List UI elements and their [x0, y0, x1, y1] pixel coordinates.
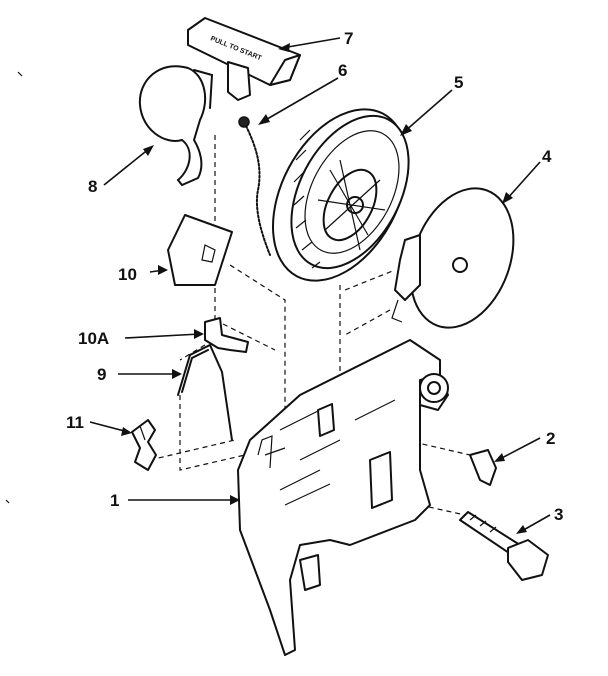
callout-11: 11 [66, 413, 84, 432]
part-9-spring-wire [177, 343, 233, 441]
leader-lines [89, 37, 551, 534]
part-6-starter-rope [238, 116, 271, 256]
callout-2: 2 [546, 429, 555, 448]
part-1-housing [237, 339, 449, 656]
part-5-pulley [272, 108, 410, 282]
stray-marks [5, 71, 23, 504]
part-7-starter-handle: PULL TO START [187, 17, 301, 101]
part-3-bolt [459, 511, 549, 581]
callout-7: 7 [344, 29, 353, 48]
callout-10: 10 [118, 265, 137, 284]
callout-3: 3 [554, 505, 563, 524]
part-11-clip [131, 419, 157, 471]
callout-labels: 7 6 5 4 8 10 10A 9 11 1 2 3 [66, 29, 563, 524]
callout-4: 4 [542, 147, 552, 166]
part-8-wire-guide [138, 65, 214, 187]
part-2-tab [469, 449, 497, 486]
callout-6: 6 [338, 61, 347, 80]
part-4-spring-cup [391, 187, 515, 329]
callout-1: 1 [110, 491, 119, 510]
part-10a-bracket [204, 317, 249, 353]
callout-9: 9 [97, 365, 106, 384]
callout-10a: 10A [78, 329, 109, 348]
part-10-plate [167, 214, 233, 286]
callout-5: 5 [454, 73, 463, 92]
callout-8: 8 [88, 177, 97, 196]
